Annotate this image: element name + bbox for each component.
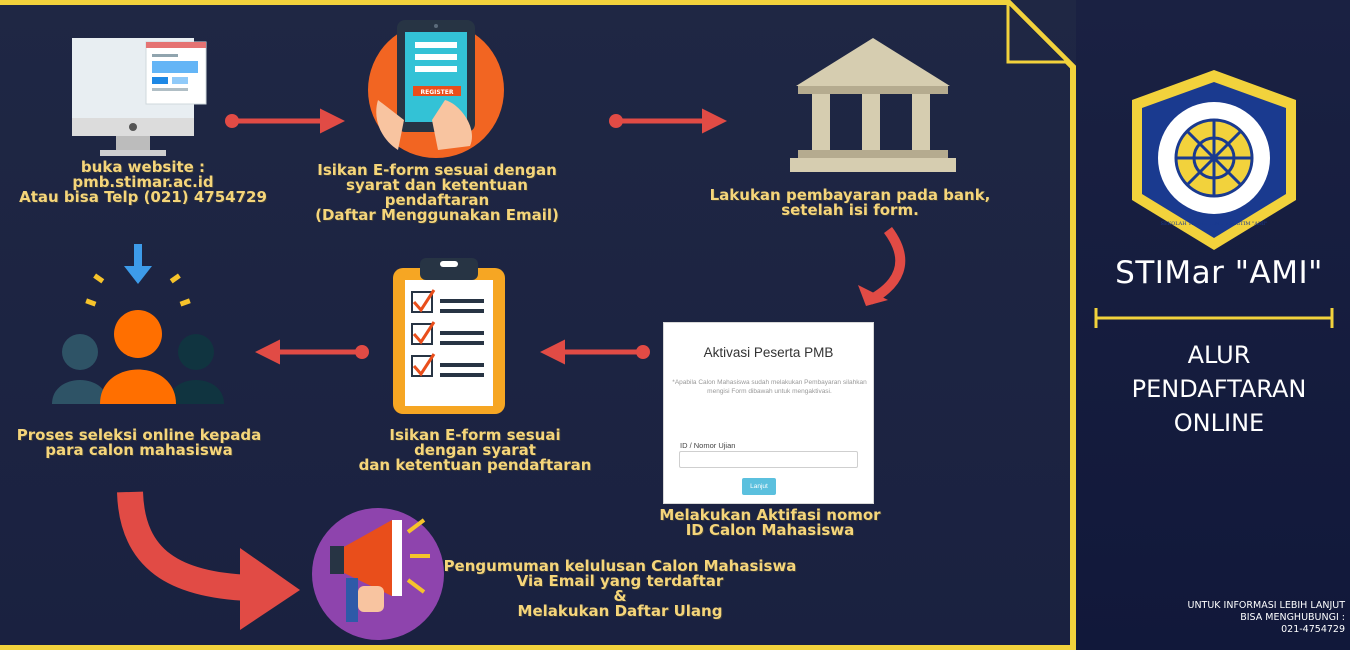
- sidebar-heading: ALUR PENDAFTARAN ONLINE: [1131, 341, 1307, 437]
- bank-icon: [790, 38, 956, 172]
- arrow-2-to-3: [609, 108, 727, 134]
- continue-button[interactable]: Lanjut: [742, 478, 776, 495]
- sidebar-divider: [1094, 308, 1334, 328]
- monitor-website-icon: [72, 38, 207, 156]
- arrow-3-to-4: [858, 227, 906, 306]
- form-title: Aktivasi Peserta PMB: [703, 345, 834, 360]
- step-7-label: Pengumuman kelulusan Calon Mahasiswa Via…: [443, 557, 797, 620]
- step-5-label: Isikan E-form sesuai dengan syarat dan k…: [358, 426, 592, 474]
- form-note: *Apabila Calon Mahasiswa sudah melakukan…: [672, 379, 867, 395]
- arrow-1-to-2: [225, 108, 345, 134]
- step-1-label: buka website : pmb.stimar.ac.id Atau bis…: [19, 158, 267, 206]
- id-number-input[interactable]: [679, 451, 858, 468]
- arrow-5-to-6: [255, 339, 369, 365]
- step-6-label: Proses seleksi online kepada para calon …: [16, 426, 262, 459]
- people-selection-icon: [52, 244, 224, 404]
- tablet-register-icon: REGISTER: [368, 20, 504, 158]
- seal-text: SEKOLAH TINGGI ILMU MARITIM "AMI": [1161, 221, 1268, 227]
- step-3-label: Lakukan pembayaran pada bank, setelah is…: [709, 186, 991, 219]
- clipboard-checklist-icon: [393, 258, 505, 414]
- step-4-label: Melakukan Aktifasi nomor ID Calon Mahasi…: [659, 506, 881, 539]
- contact-info: UNTUK INFORMASI LEBIH LANJUT BISA MENGHU…: [1187, 600, 1345, 635]
- institution-name: STIMar "AMI": [1115, 255, 1323, 291]
- id-field-label: ID / Nomor Ujian: [680, 441, 736, 450]
- arrow-4-to-5: [540, 339, 650, 365]
- register-text: REGISTER: [420, 89, 453, 96]
- step-2-label: Isikan E-form sesuai dengan syarat dan k…: [315, 161, 559, 224]
- institution-seal: SEKOLAH TINGGI ILMU MARITIM "AMI": [1132, 70, 1296, 250]
- arrow-6-to-7: [117, 491, 300, 630]
- megaphone-announcement-icon: [312, 508, 444, 640]
- activation-form-screenshot: Aktivasi Peserta PMB *Apabila Calon Maha…: [663, 322, 874, 504]
